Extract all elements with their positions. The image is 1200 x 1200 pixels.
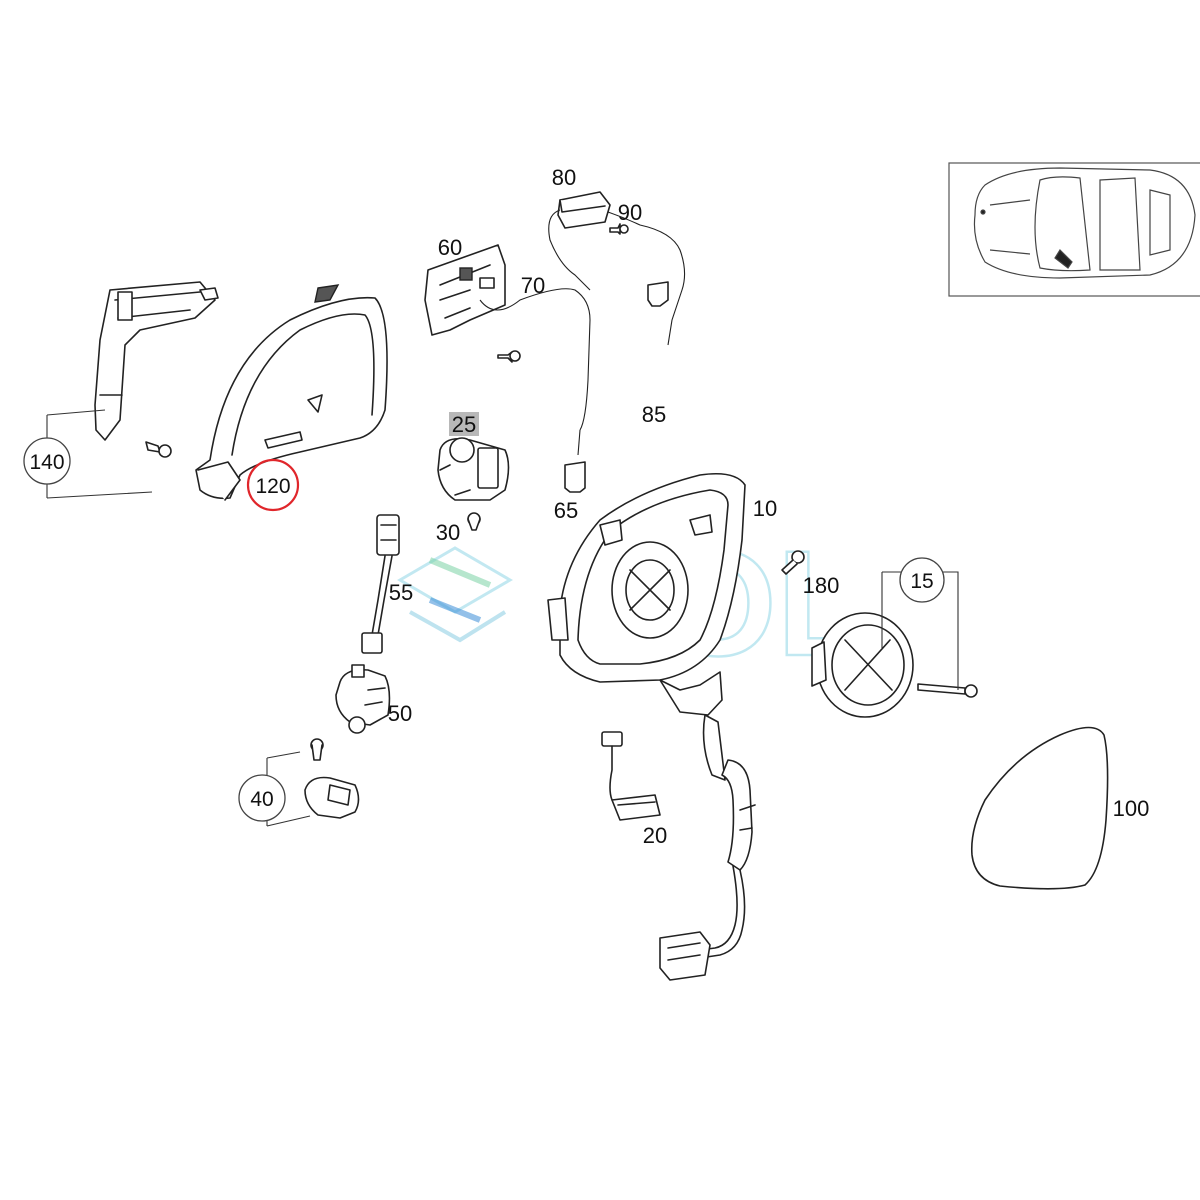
callout-20: 20 [643,823,667,848]
part-120-mirror-cover [195,284,388,501]
connector-65 [564,461,586,493]
wire-80-left [548,209,591,291]
callout-25-highlight [449,412,479,436]
callout-circle-15 [899,557,945,603]
part-50-camera [335,664,391,734]
part-140-turn-signal [94,281,219,441]
screw-15 [917,683,978,698]
part-25-motor [437,437,510,501]
part-60-bracket [424,244,506,336]
main-wiring-harness [659,714,756,981]
part-80-module [557,191,611,229]
screw-30 [467,512,481,531]
callout-25: 25 [452,412,476,437]
callout-30: 30 [436,520,460,545]
callout-140: 140 [29,451,64,474]
callout-120: 120 [255,475,290,498]
callout-circle-140 [23,437,71,485]
connector-85 [647,281,669,307]
screw-70 [497,350,521,363]
part-55-cable [361,514,400,654]
callout-15: 15 [910,570,933,593]
part-10-mirror-housing [547,472,746,716]
callout-80: 80 [552,165,576,190]
vehicle-inset [948,162,1200,297]
callout-65: 65 [554,498,578,523]
screw-90 [609,223,629,235]
callout-90: 90 [618,200,642,225]
callout-100: 100 [1113,796,1150,821]
wire-65 [479,288,591,431]
callout-60: 60 [438,235,462,260]
wire-85 [607,211,686,346]
inset-frame [948,162,1200,297]
part-15-adjuster [811,612,914,718]
callout-55: 55 [389,580,413,605]
car-outline-icon [973,167,1196,279]
callout-70: 70 [521,273,545,298]
callout-circle-40 [238,774,286,822]
screw-40 [310,738,324,761]
callout-10: 10 [753,496,777,521]
callout-85: 85 [642,402,666,427]
wire-65-end [577,429,581,456]
callout-40: 40 [250,788,273,811]
part-100-mirror-glass [970,726,1109,890]
part-20-harness [601,731,661,821]
callout-50: 50 [388,701,412,726]
callout-180: 180 [803,573,840,598]
screw-180 [781,550,805,575]
part-40-sensor [304,776,360,819]
callout-circle-120-highlight [246,458,300,512]
screw-140 [145,441,172,458]
